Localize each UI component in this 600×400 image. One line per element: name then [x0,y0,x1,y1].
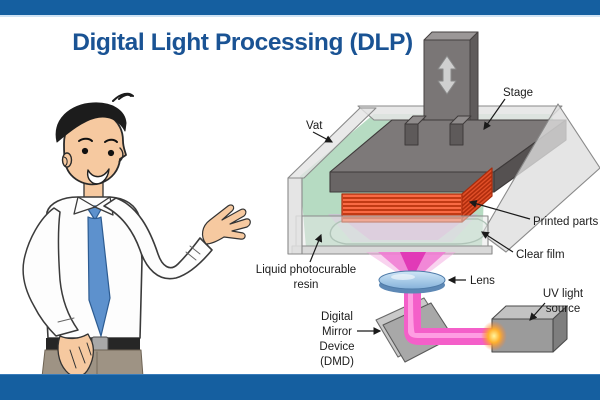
bottom-bar [0,374,600,400]
presenter-hair-swoosh [112,92,134,102]
vat-left-front-edge [287,177,303,255]
presenter-left-arm [22,207,79,337]
label-printed-parts: Printed parts [533,216,598,228]
stage-bracket-right [449,123,464,146]
label-lens: Lens [470,275,495,287]
stage-bracket-left [404,123,419,146]
label-stage: Stage [503,87,533,99]
vat-right-wall [481,103,600,253]
top-bar [0,0,600,17]
printed-parts [341,167,493,223]
label-dmd-line3: Device [319,341,354,353]
stage-pointer [483,98,506,130]
presenter-ear-line [63,156,68,167]
presenter-eye-left [81,147,89,155]
uv-glow [481,321,507,351]
presenter-right-cuff [185,245,201,261]
label-clear-film: Clear film [516,249,565,261]
shaft-top-face [423,31,479,41]
uv-light-source [481,305,568,353]
uv-beam [404,288,497,345]
presenter-left-hand [57,333,94,377]
resin-pointer [309,233,323,263]
presenter-left-cuff [57,317,75,323]
presenter-eyebrows [78,137,118,143]
page-title: Digital Light Processing (DLP) [72,29,413,56]
lens [378,270,446,294]
presenter-right-hand [201,204,251,245]
label-uv-line1: UV light [543,288,584,300]
stage-shaft [423,31,479,129]
stage-platform [329,115,567,193]
clear-film-pointer [481,231,514,253]
cone-core [400,252,426,279]
up-down-arrow-icon [437,55,457,95]
presenter-collar-left [73,196,96,215]
label-dmd-line4: (DMD) [320,356,354,368]
vat-front-wall [295,215,489,247]
printed-parts-side-layers [461,171,493,219]
label-uv-line2: source [546,303,581,315]
diagram-labels: Stage Vat Printed parts Clear film Liqui… [256,87,599,368]
shaft-right-face [469,31,479,129]
presenter-belt-buckle [91,336,109,352]
label-resin-line1: Liquid photocurable [256,264,356,276]
presenter-illustration [22,92,251,378]
presenter-hair [55,102,127,143]
label-dmd-line2: Mirror [322,326,352,338]
vat-pointer [312,131,334,143]
lens-highlight [391,274,415,280]
printer-diagram: Stage Vat Printed parts Clear film Liqui… [256,31,600,368]
lens-top [378,270,446,290]
uv-pointer [529,302,546,321]
printed-parts-front-layers [343,197,461,219]
presenter-eye-right [107,149,115,157]
projection-cone [366,252,456,284]
presenter-mouth [86,168,110,185]
printed-parts-pointer [468,200,531,220]
label-resin-line2: resin [294,279,319,291]
label-vat: Vat [306,120,323,132]
presenter-nose [118,147,124,163]
presenter-tie [87,216,111,337]
presenter-left-fingers [69,342,92,369]
label-dmd-line1: Digital [321,311,353,323]
